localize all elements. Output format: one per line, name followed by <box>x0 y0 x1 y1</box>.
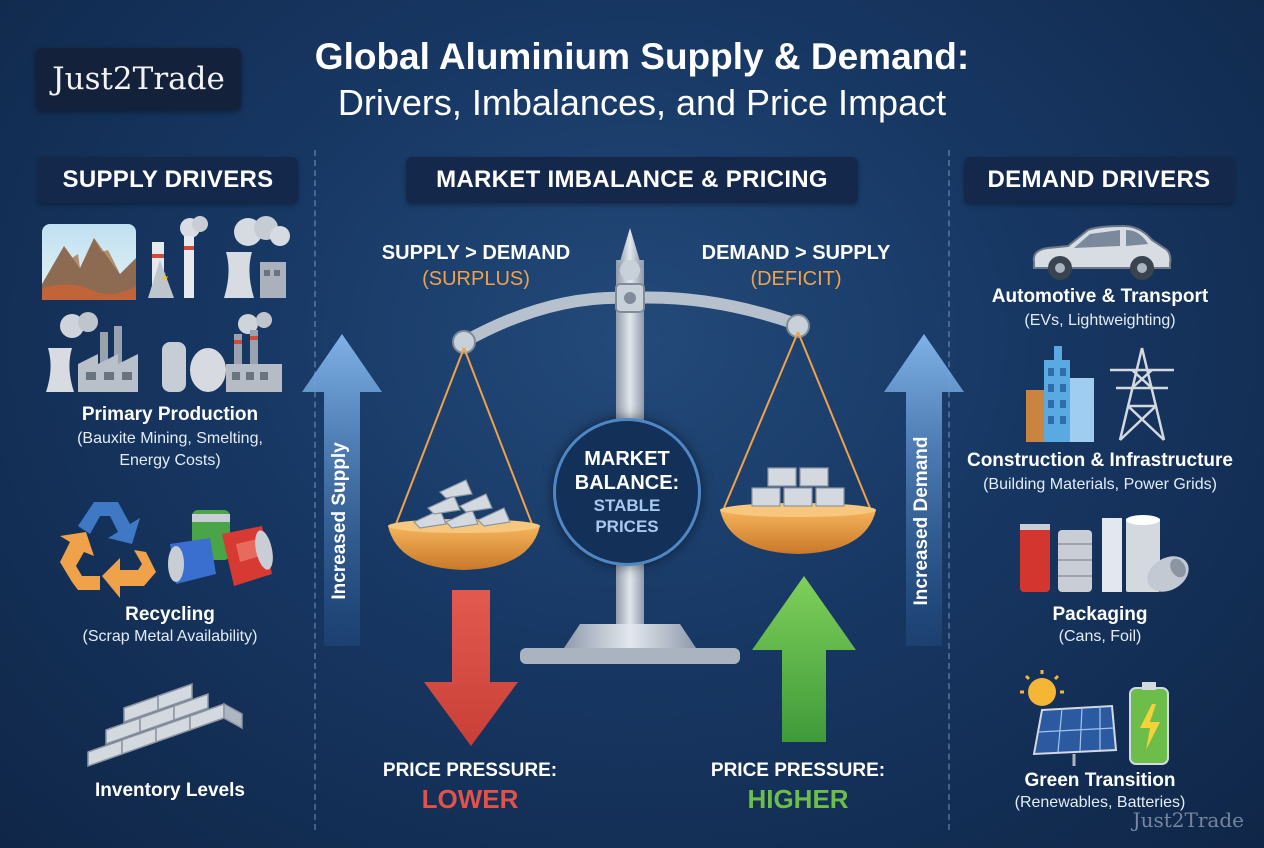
market-balance-subtitle: PRICES <box>595 517 659 536</box>
increased-demand-arrow <box>884 334 964 646</box>
buildings-icon <box>1026 346 1094 442</box>
demand-driver-subtitle: (Building Materials, Power Grids) <box>983 476 1217 493</box>
increased-demand-label: Increased Demand <box>911 436 932 606</box>
market-balance-title: MARKET <box>584 448 670 470</box>
page-title: Global Aluminium Supply & Demand: <box>314 36 970 77</box>
demand-driver-subtitle: (Renewables, Batteries) <box>1014 794 1186 811</box>
surplus-sub-label: (SURPLUS) <box>422 268 530 290</box>
deficit-label: DEMAND > SUPPLY <box>701 242 891 264</box>
price-pressure-label: PRICE PRESSURE: <box>382 760 558 781</box>
demand-driver-subtitle: (Cans, Foil) <box>1058 628 1142 645</box>
crushed-cans-icon <box>168 510 273 586</box>
recycle-icon <box>60 502 156 598</box>
power-plant-icon <box>148 216 208 298</box>
supply-driver-subtitle: Energy Costs) <box>119 452 221 469</box>
demand-driver-title: Packaging <box>1052 604 1148 625</box>
factory-icon <box>46 312 138 392</box>
divider-right <box>948 150 950 830</box>
price-pressure-lower: LOWER <box>421 784 519 814</box>
market-imbalance-header: MARKET IMBALANCE & PRICING <box>406 157 858 203</box>
page-subtitle: Drivers, Imbalances, and Price Impact <box>337 82 947 123</box>
demand-driver-title: Construction & Infrastructure <box>966 450 1234 471</box>
increased-supply-label: Increased Supply <box>329 442 350 600</box>
supply-driver-title: Inventory Levels <box>95 780 245 801</box>
supply-driver-title: Recycling <box>125 604 215 625</box>
market-balance-badge: MARKET BALANCE: STABLE PRICES <box>553 418 701 566</box>
ingot-stack-icon <box>87 682 243 768</box>
market-balance-subtitle: STABLE <box>593 496 661 515</box>
watermark: Just2Trade <box>1132 808 1244 832</box>
supply-driver-subtitle: (Bauxite Mining, Smelting, <box>77 430 263 447</box>
divider-left <box>314 150 316 830</box>
market-balance-title: BALANCE: <box>574 472 680 494</box>
surplus-label: SUPPLY > DEMAND <box>381 242 571 264</box>
demand-driver-title: Automotive & Transport <box>991 286 1209 307</box>
demand-driver-title: Green Transition <box>1024 770 1176 791</box>
increased-supply-arrow <box>302 334 382 646</box>
price-pressure-higher: HIGHER <box>747 784 849 814</box>
price-pressure-label: PRICE PRESSURE: <box>710 760 886 781</box>
logo: Just2Trade <box>36 48 241 110</box>
supply-driver-subtitle: (Scrap Metal Availability) <box>82 628 258 645</box>
supply-drivers-header: SUPPLY DRIVERS <box>38 157 298 203</box>
power-pylon-icon <box>1110 347 1174 441</box>
refinery-icon <box>162 312 282 392</box>
car-icon <box>1032 224 1172 280</box>
price-down-arrow <box>424 590 518 746</box>
cooling-tower-icon <box>224 216 290 298</box>
deficit-sub-label: (DEFICIT) <box>750 268 842 290</box>
supply-driver-title: Primary Production <box>81 404 259 425</box>
solar-battery-icon <box>1020 670 1169 766</box>
demand-driver-subtitle: (EVs, Lightweighting) <box>1024 312 1176 329</box>
demand-drivers-header: DEMAND DRIVERS <box>964 157 1234 203</box>
packaging-icon <box>1020 515 1189 592</box>
price-up-arrow <box>752 576 856 742</box>
bauxite-mine-icon <box>42 224 136 300</box>
